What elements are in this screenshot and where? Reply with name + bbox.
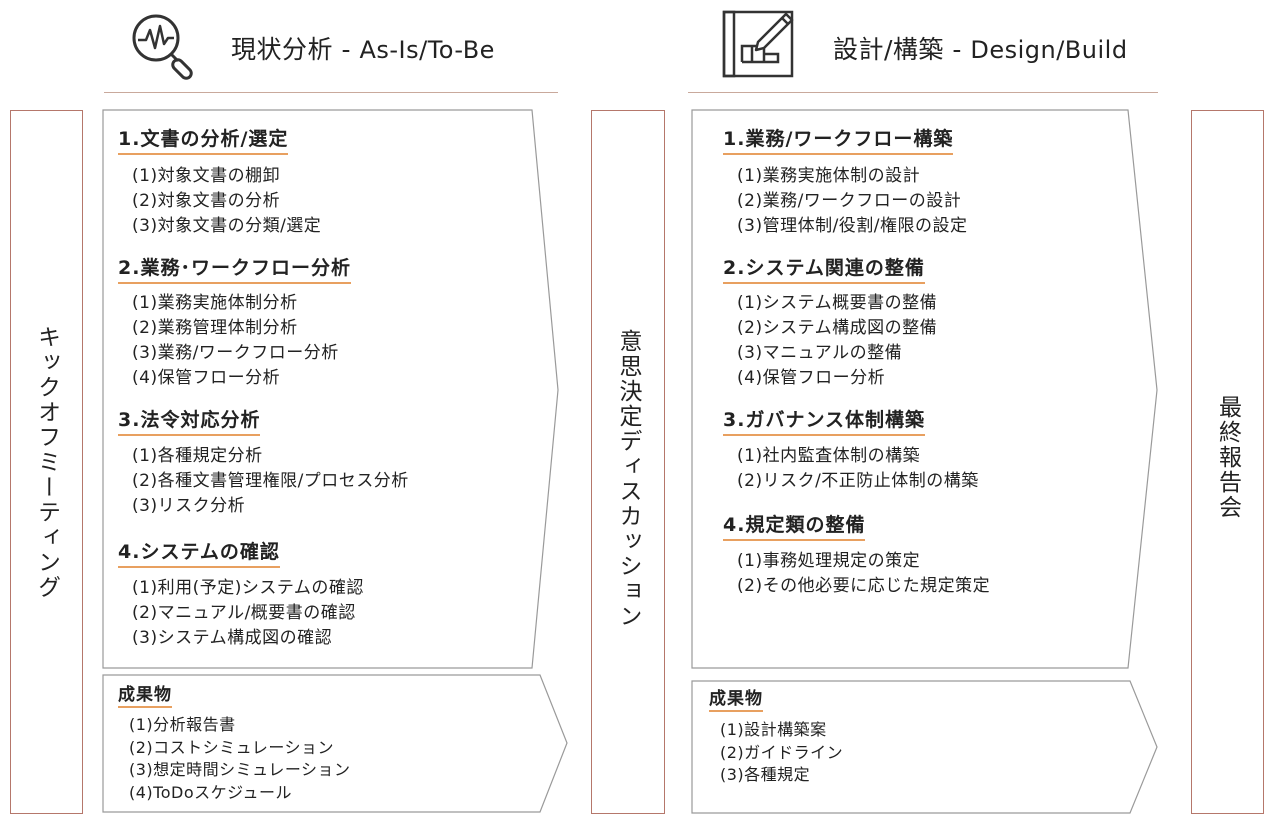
section-title: 2.システム関連の整備: [723, 253, 925, 284]
list-item: (3)対象文書の分類/選定: [132, 216, 322, 236]
analysis-section-4: 4.システムの確認: [118, 537, 280, 568]
section-title: 3.ガバナンス体制構築: [723, 405, 926, 436]
decision-box: 意思決定ディスカッション: [591, 110, 665, 814]
analysis-magnifier-icon: [126, 8, 200, 80]
analysis-deliverables-items: (1)分析報告書 (2)コストシミュレーション (3)想定時間シミュレーション …: [129, 714, 351, 804]
list-item: (1)利用(予定)システムの確認: [132, 578, 364, 598]
list-item: (2)各種文書管理権限/プロセス分析: [132, 471, 409, 491]
analysis-section-2: 2.業務･ワークフロー分析: [118, 253, 351, 284]
list-item: (3)管理体制/役割/権限の設定: [737, 216, 968, 236]
phase-title-ja: 設計/構築: [833, 35, 944, 64]
list-item: (3)マニュアルの整備: [737, 343, 903, 363]
section-title: 4.システムの確認: [118, 537, 280, 568]
list-item: (2)業務管理体制分析: [132, 318, 298, 338]
list-item: (1)業務実施体制の設計: [737, 166, 921, 186]
list-item: (4)ToDoスケジュール: [129, 782, 292, 802]
list-item: (2)対象文書の分析: [132, 191, 281, 211]
phase-title-separator: -: [333, 35, 360, 64]
design-section-3-items: (1)社内監査体制の構築 (2)リスク/不正防止体制の構築: [737, 444, 979, 494]
analysis-section-3-items: (1)各種規定分析 (2)各種文書管理権限/プロセス分析 (3)リスク分析: [132, 444, 409, 519]
phase-title-analysis: 現状分析 - As-Is/To-Be: [231, 30, 495, 66]
design-section-3: 3.ガバナンス体制構築: [723, 405, 926, 436]
kickoff-label: キックオフミーティング: [33, 324, 60, 600]
phase-title-separator: -: [943, 35, 971, 64]
analysis-section-1-items: (1)対象文書の棚卸 (2)対象文書の分析 (3)対象文書の分類/選定: [132, 164, 321, 239]
analysis-section-4-items: (1)利用(予定)システムの確認 (2)マニュアル/概要書の確認 (3)システム…: [132, 576, 364, 651]
analysis-section-1: 1.文書の分析/選定: [118, 124, 289, 155]
deliverables-title: 成果物: [118, 680, 172, 708]
final-report-box: 最終報告会: [1191, 110, 1264, 814]
list-item: (2)その他必要に応じた規定策定: [737, 576, 991, 596]
section-title: 1.業務/ワークフロー構築: [723, 124, 954, 155]
list-item: (3)各種規定: [720, 765, 811, 784]
design-section-4: 4.規定類の整備: [723, 510, 866, 541]
analysis-deliverables-frame: [102, 674, 568, 813]
list-item: (1)分析報告書: [129, 715, 236, 734]
design-deliverables-frame: [691, 680, 1158, 814]
design-section-2: 2.システム関連の整備: [723, 253, 925, 284]
analysis-section-3: 3.法令対応分析: [118, 405, 261, 436]
analysis-deliverables: 成果物: [118, 680, 172, 708]
design-section-1: 1.業務/ワークフロー構築: [723, 124, 954, 155]
section-title: 1.文書の分析/選定: [118, 124, 289, 155]
list-item: (1)設計構築案: [720, 720, 827, 739]
design-deliverables-items: (1)設計構築案 (2)ガイドライン (3)各種規定: [720, 719, 843, 787]
section-title: 3.法令対応分析: [118, 405, 261, 436]
list-item: (3)システム構成図の確認: [132, 628, 333, 648]
decision-label: 意思決定ディスカッション: [615, 329, 641, 629]
design-section-2-items: (1)システム概要書の整備 (2)システム構成図の整備 (3)マニュアルの整備 …: [737, 291, 937, 391]
list-item: (1)業務実施体制分析: [132, 293, 298, 313]
list-item: (1)事務処理規定の策定: [737, 551, 921, 571]
list-item: (3)リスク分析: [132, 496, 246, 516]
kickoff-box: キックオフミーティング: [10, 110, 83, 814]
final-report-label: 最終報告会: [1214, 395, 1241, 520]
list-item: (1)各種規定分析: [132, 446, 263, 466]
header-rule-right: [688, 92, 1158, 93]
list-item: (2)マニュアル/概要書の確認: [132, 603, 356, 623]
phase-title-ja: 現状分析: [231, 35, 334, 64]
list-item: (3)業務/ワークフロー分析: [132, 343, 339, 363]
blueprint-pencil-icon: [718, 6, 798, 80]
section-title: 2.業務･ワークフロー分析: [118, 253, 351, 284]
deliverables-title: 成果物: [709, 684, 763, 712]
phase-title-design: 設計/構築 - Design/Build: [833, 30, 1128, 66]
list-item: (2)ガイドライン: [720, 742, 844, 762]
list-item: (2)システム構成図の整備: [737, 318, 938, 338]
list-item: (1)対象文書の棚卸: [132, 166, 281, 186]
design-section-1-items: (1)業務実施体制の設計 (2)業務/ワークフローの設計 (3)管理体制/役割/…: [737, 164, 968, 239]
header-rule-left: [104, 92, 558, 93]
section-title: 4.規定類の整備: [723, 510, 866, 541]
list-item: (2)コストシミュレーション: [129, 737, 335, 757]
list-item: (1)システム概要書の整備: [737, 293, 938, 313]
analysis-section-2-items: (1)業務実施体制分析 (2)業務管理体制分析 (3)業務/ワークフロー分析 (…: [132, 291, 339, 391]
analysis-arrow-frame: [102, 109, 559, 669]
design-section-4-items: (1)事務処理規定の策定 (2)その他必要に応じた規定策定: [737, 549, 990, 599]
phase-title-en: Design/Build: [970, 36, 1128, 64]
list-item: (2)業務/ワークフローの設計: [737, 191, 962, 211]
list-item: (1)社内監査体制の構築: [737, 446, 921, 466]
phase-title-en: As-Is/To-Be: [359, 36, 495, 64]
list-item: (4)保管フロー分析: [132, 368, 281, 388]
list-item: (2)リスク/不正防止体制の構築: [737, 471, 979, 491]
design-arrow-frame: [691, 109, 1158, 669]
design-deliverables: 成果物: [709, 684, 763, 712]
list-item: (3)想定時間シミュレーション: [129, 760, 351, 779]
list-item: (4)保管フロー分析: [737, 368, 886, 388]
